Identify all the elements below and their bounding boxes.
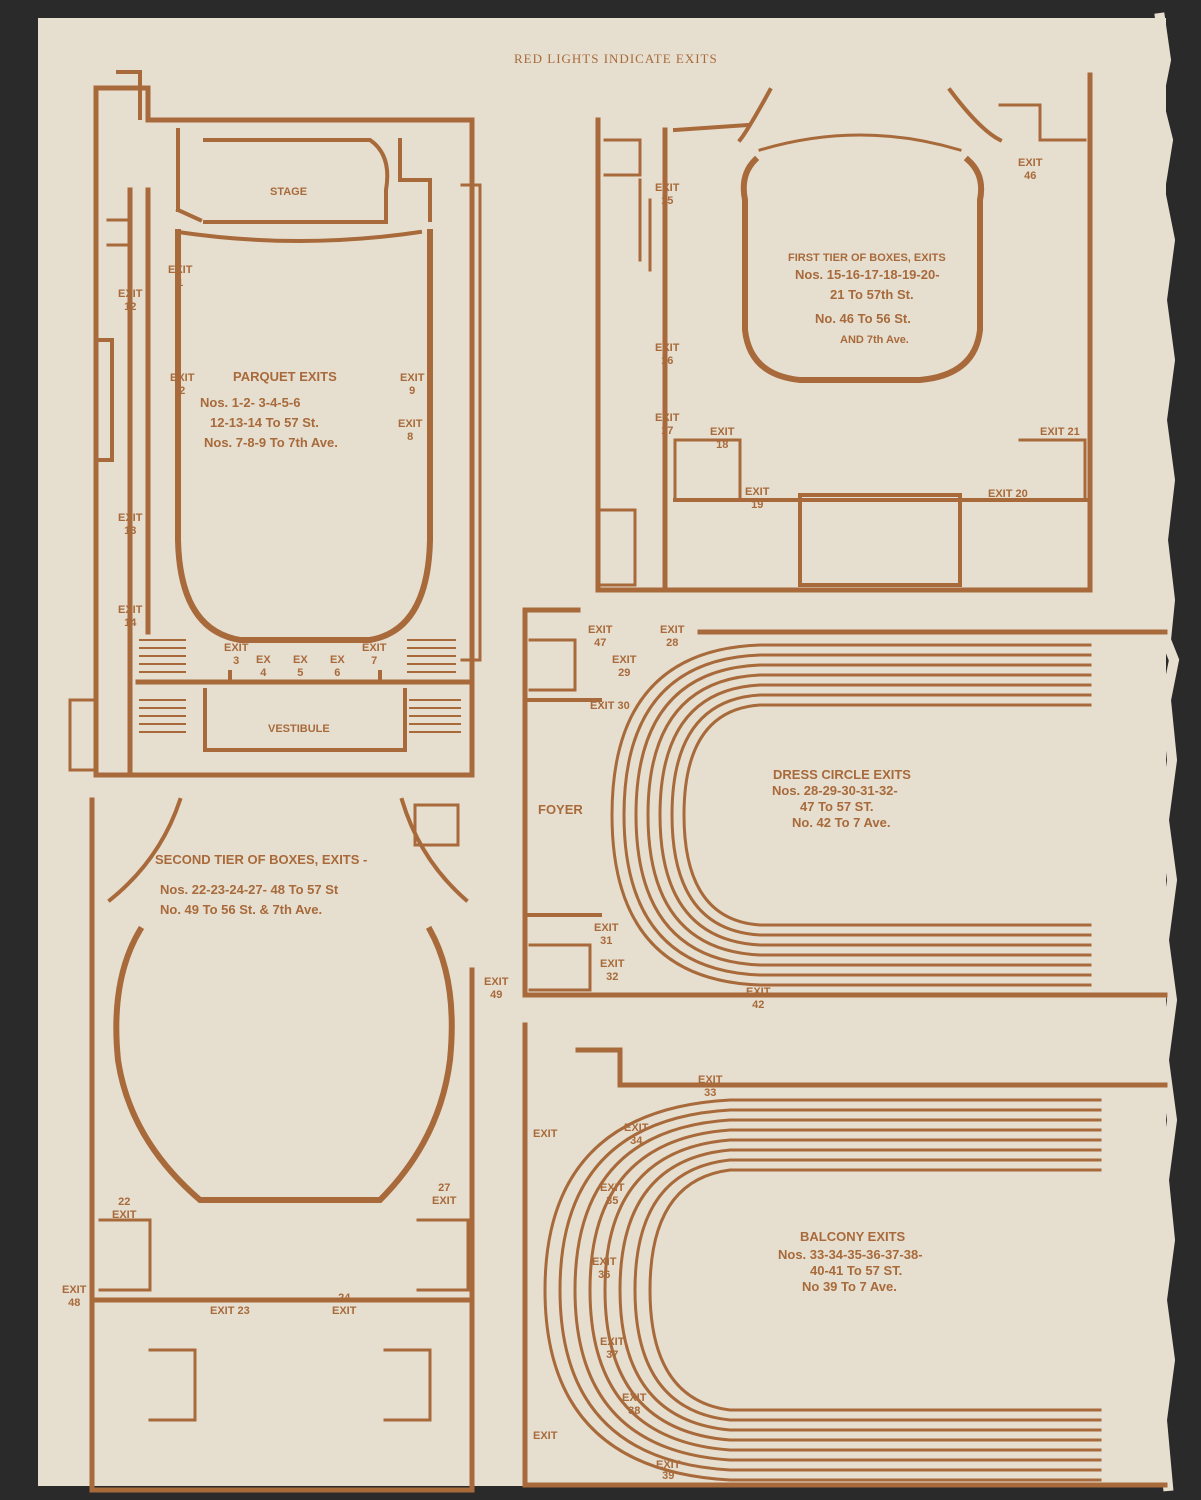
exit-30-label: EXIT 30 [590,700,630,712]
foyer-label: FOYER [538,802,583,817]
exit-20-label: EXIT 20 [988,488,1028,500]
dress-circle-line-2: Nos. 28-29-30-31-32- [772,783,898,798]
second-tier-line-3: No. 49 To 56 St. & 7th Ave. [160,902,323,917]
stage-label: STAGE [270,186,308,198]
parquet-line-2: 12-13-14 To 57 St. [210,415,319,430]
balcony-line-4: No 39 To 7 Ave. [802,1279,897,1294]
vestibule-label: VESTIBULE [268,723,330,735]
balcony-plan [522,1022,1168,1488]
page-header: RED LIGHTS INDICATE EXITS [514,51,718,66]
parquet-line-3: Nos. 7-8-9 To 7th Ave. [204,435,338,450]
second-tier-line-1: SECOND TIER OF BOXES, EXITS - [155,852,368,867]
exit-23-label: EXIT 23 [210,1305,250,1317]
first-tier-line-3: 21 To 57th St. [830,287,914,302]
torn-page-edge [1152,12,1180,1492]
exit-left-upper-label: EXIT [533,1128,558,1140]
dress-circle-plan [522,607,1168,998]
first-tier-line-5: AND 7th Ave. [840,334,909,346]
balcony-line-2: Nos. 33-34-35-36-37-38- [778,1247,923,1262]
first-tier-plan [595,72,1093,593]
first-tier-line-2: Nos. 15-16-17-18-19-20- [795,267,940,282]
parquet-line-1: Nos. 1-2- 3-4-5-6 [200,395,301,410]
second-tier-plan [89,797,475,1493]
balcony-line-3: 40-41 To 57 ST. [810,1263,903,1278]
dress-circle-line-4: No. 42 To 7 Ave. [792,815,891,830]
first-tier-line-4: No. 46 To 56 St. [815,311,911,326]
parquet-title: PARQUET EXITS [233,369,337,384]
first-tier-line-1: FIRST TIER OF BOXES, EXITS [788,252,946,264]
exit-21-label: EXIT 21 [1040,426,1080,438]
dress-circle-line-1: DRESS CIRCLE EXITS [773,767,911,782]
exit-left-lower-label: EXIT [533,1430,558,1442]
balcony-line-1: BALCONY EXITS [800,1229,906,1244]
parquet-plan [68,70,482,778]
second-tier-line-2: Nos. 22-23-24-27- 48 To 57 St [160,882,339,897]
dress-circle-line-3: 47 To 57 ST. [800,799,874,814]
